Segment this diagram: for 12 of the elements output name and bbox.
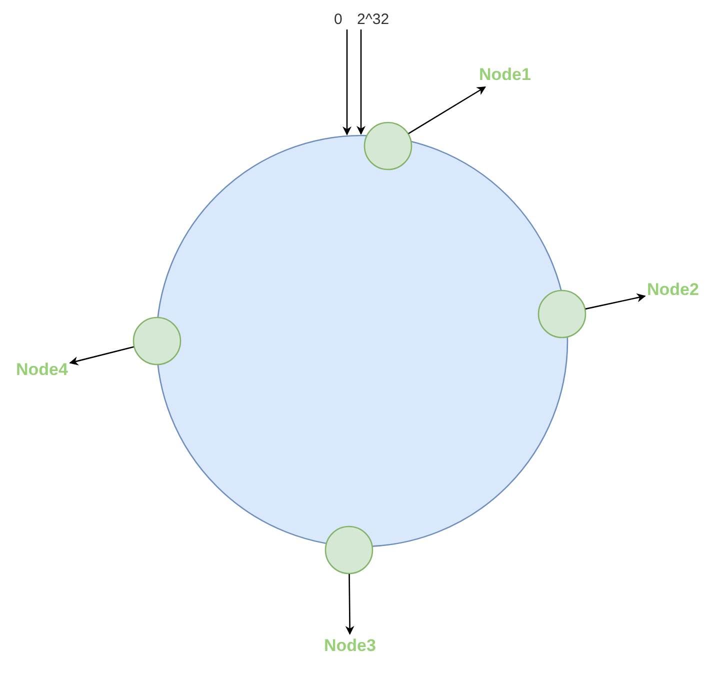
arrow [408, 86, 486, 134]
arrow [585, 293, 646, 310]
arrow [356, 30, 366, 135]
hash-value-label: 0 [334, 10, 342, 28]
hash-value-label: 2^32 [357, 10, 390, 28]
node-label: Node2 [647, 280, 699, 300]
node-label: Node3 [324, 636, 376, 656]
arrow [69, 346, 134, 366]
node-label: Node1 [479, 65, 531, 85]
arrow [342, 30, 352, 136]
node-label: Node4 [16, 360, 68, 380]
arrow [345, 574, 354, 635]
